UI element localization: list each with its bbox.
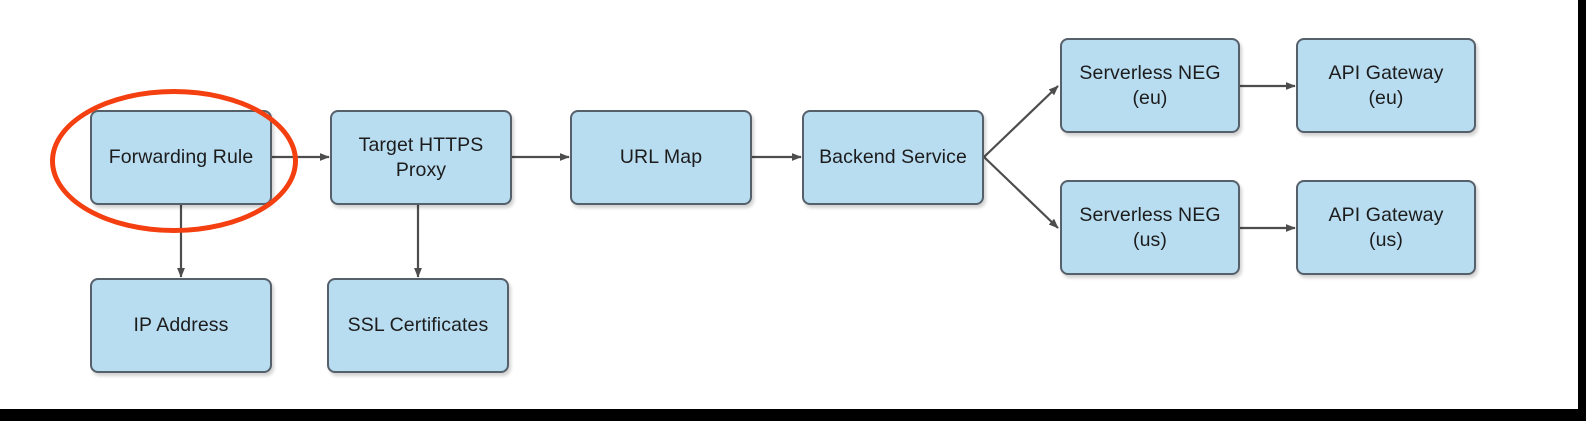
node-label: API Gateway (us) [1328, 203, 1444, 251]
node-label: Serverless NEG (us) [1079, 203, 1221, 251]
node-label: API Gateway (eu) [1328, 61, 1444, 109]
frame-bottom-border [0, 409, 1586, 421]
node-serverless-neg-us[interactable]: Serverless NEG (us) [1060, 180, 1240, 275]
node-api-gateway-eu[interactable]: API Gateway (eu) [1296, 38, 1476, 133]
edge-backend-service-to-serverless-neg-eu [983, 85, 1059, 158]
node-target-https-proxy[interactable]: Target HTTPS Proxy [330, 110, 512, 205]
node-label: SSL Certificates [347, 314, 489, 337]
node-backend-service[interactable]: Backend Service [802, 110, 984, 205]
node-label: Target HTTPS Proxy [358, 133, 484, 181]
node-label: IP Address [133, 314, 229, 337]
node-label: Forwarding Rule [108, 146, 254, 169]
node-url-map[interactable]: URL Map [570, 110, 752, 205]
node-forwarding-rule[interactable]: Forwarding Rule [90, 110, 272, 205]
node-serverless-neg-eu[interactable]: Serverless NEG (eu) [1060, 38, 1240, 133]
node-label: URL Map [619, 146, 703, 169]
node-api-gateway-us[interactable]: API Gateway (us) [1296, 180, 1476, 275]
node-ssl-certificates[interactable]: SSL Certificates [327, 278, 509, 373]
node-label: Serverless NEG (eu) [1079, 61, 1221, 109]
frame-right-border [1578, 0, 1586, 421]
node-label: Backend Service [819, 146, 967, 169]
node-ip-address[interactable]: IP Address [90, 278, 272, 373]
edge-backend-service-to-serverless-neg-us [983, 156, 1059, 229]
